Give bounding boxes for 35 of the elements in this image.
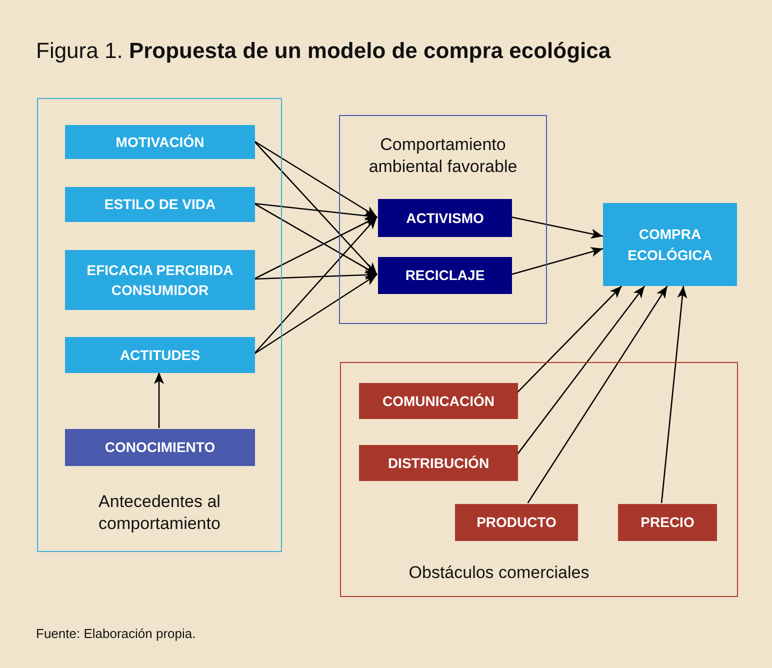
process-box: ACTIVISMO xyxy=(378,199,512,237)
arrow xyxy=(660,286,688,504)
arrow xyxy=(254,216,378,280)
arrow xyxy=(254,202,378,276)
process-box: ACTITUDES xyxy=(65,337,255,373)
process-box: PRODUCTO xyxy=(455,504,578,541)
process-box: PRECIO xyxy=(618,504,717,541)
group-title: Comportamiento ambiental favorable xyxy=(368,134,518,178)
arrow xyxy=(510,216,604,239)
arrow xyxy=(516,286,622,394)
process-box: EFICACIA PERCIBIDA CONSUMIDOR xyxy=(65,250,255,310)
group-title: Antecedentes al comportamiento xyxy=(98,490,222,535)
process-box: ESTILO DE VIDA xyxy=(65,187,255,222)
figure-title: Figura 1. Propuesta de un modelo de compra ecológica xyxy=(36,38,611,64)
process-box: CONOCIMIENTO xyxy=(65,429,255,466)
group-frame xyxy=(37,98,282,552)
arrow xyxy=(527,286,668,504)
arrow xyxy=(254,140,378,275)
arrow xyxy=(254,140,378,218)
arrow xyxy=(254,270,378,280)
arrow xyxy=(516,286,646,456)
group-title: Obstáculos comerciales xyxy=(408,562,590,584)
process-box: DISTRIBUCIÓN xyxy=(359,445,518,481)
arrow xyxy=(254,274,378,355)
source-note: Fuente: Elaboración propia. xyxy=(36,626,196,641)
group-frame xyxy=(340,362,738,597)
arrow xyxy=(254,216,378,354)
process-box: RECICLAJE xyxy=(378,257,512,294)
process-box: COMPRA ECOLÓGICA xyxy=(603,203,737,286)
arrow xyxy=(154,372,164,428)
group-frame xyxy=(339,115,547,324)
process-box: COMUNICACIÓN xyxy=(359,383,518,419)
arrow xyxy=(510,247,604,276)
process-box: MOTIVACIÓN xyxy=(65,125,255,159)
arrow xyxy=(254,202,378,221)
